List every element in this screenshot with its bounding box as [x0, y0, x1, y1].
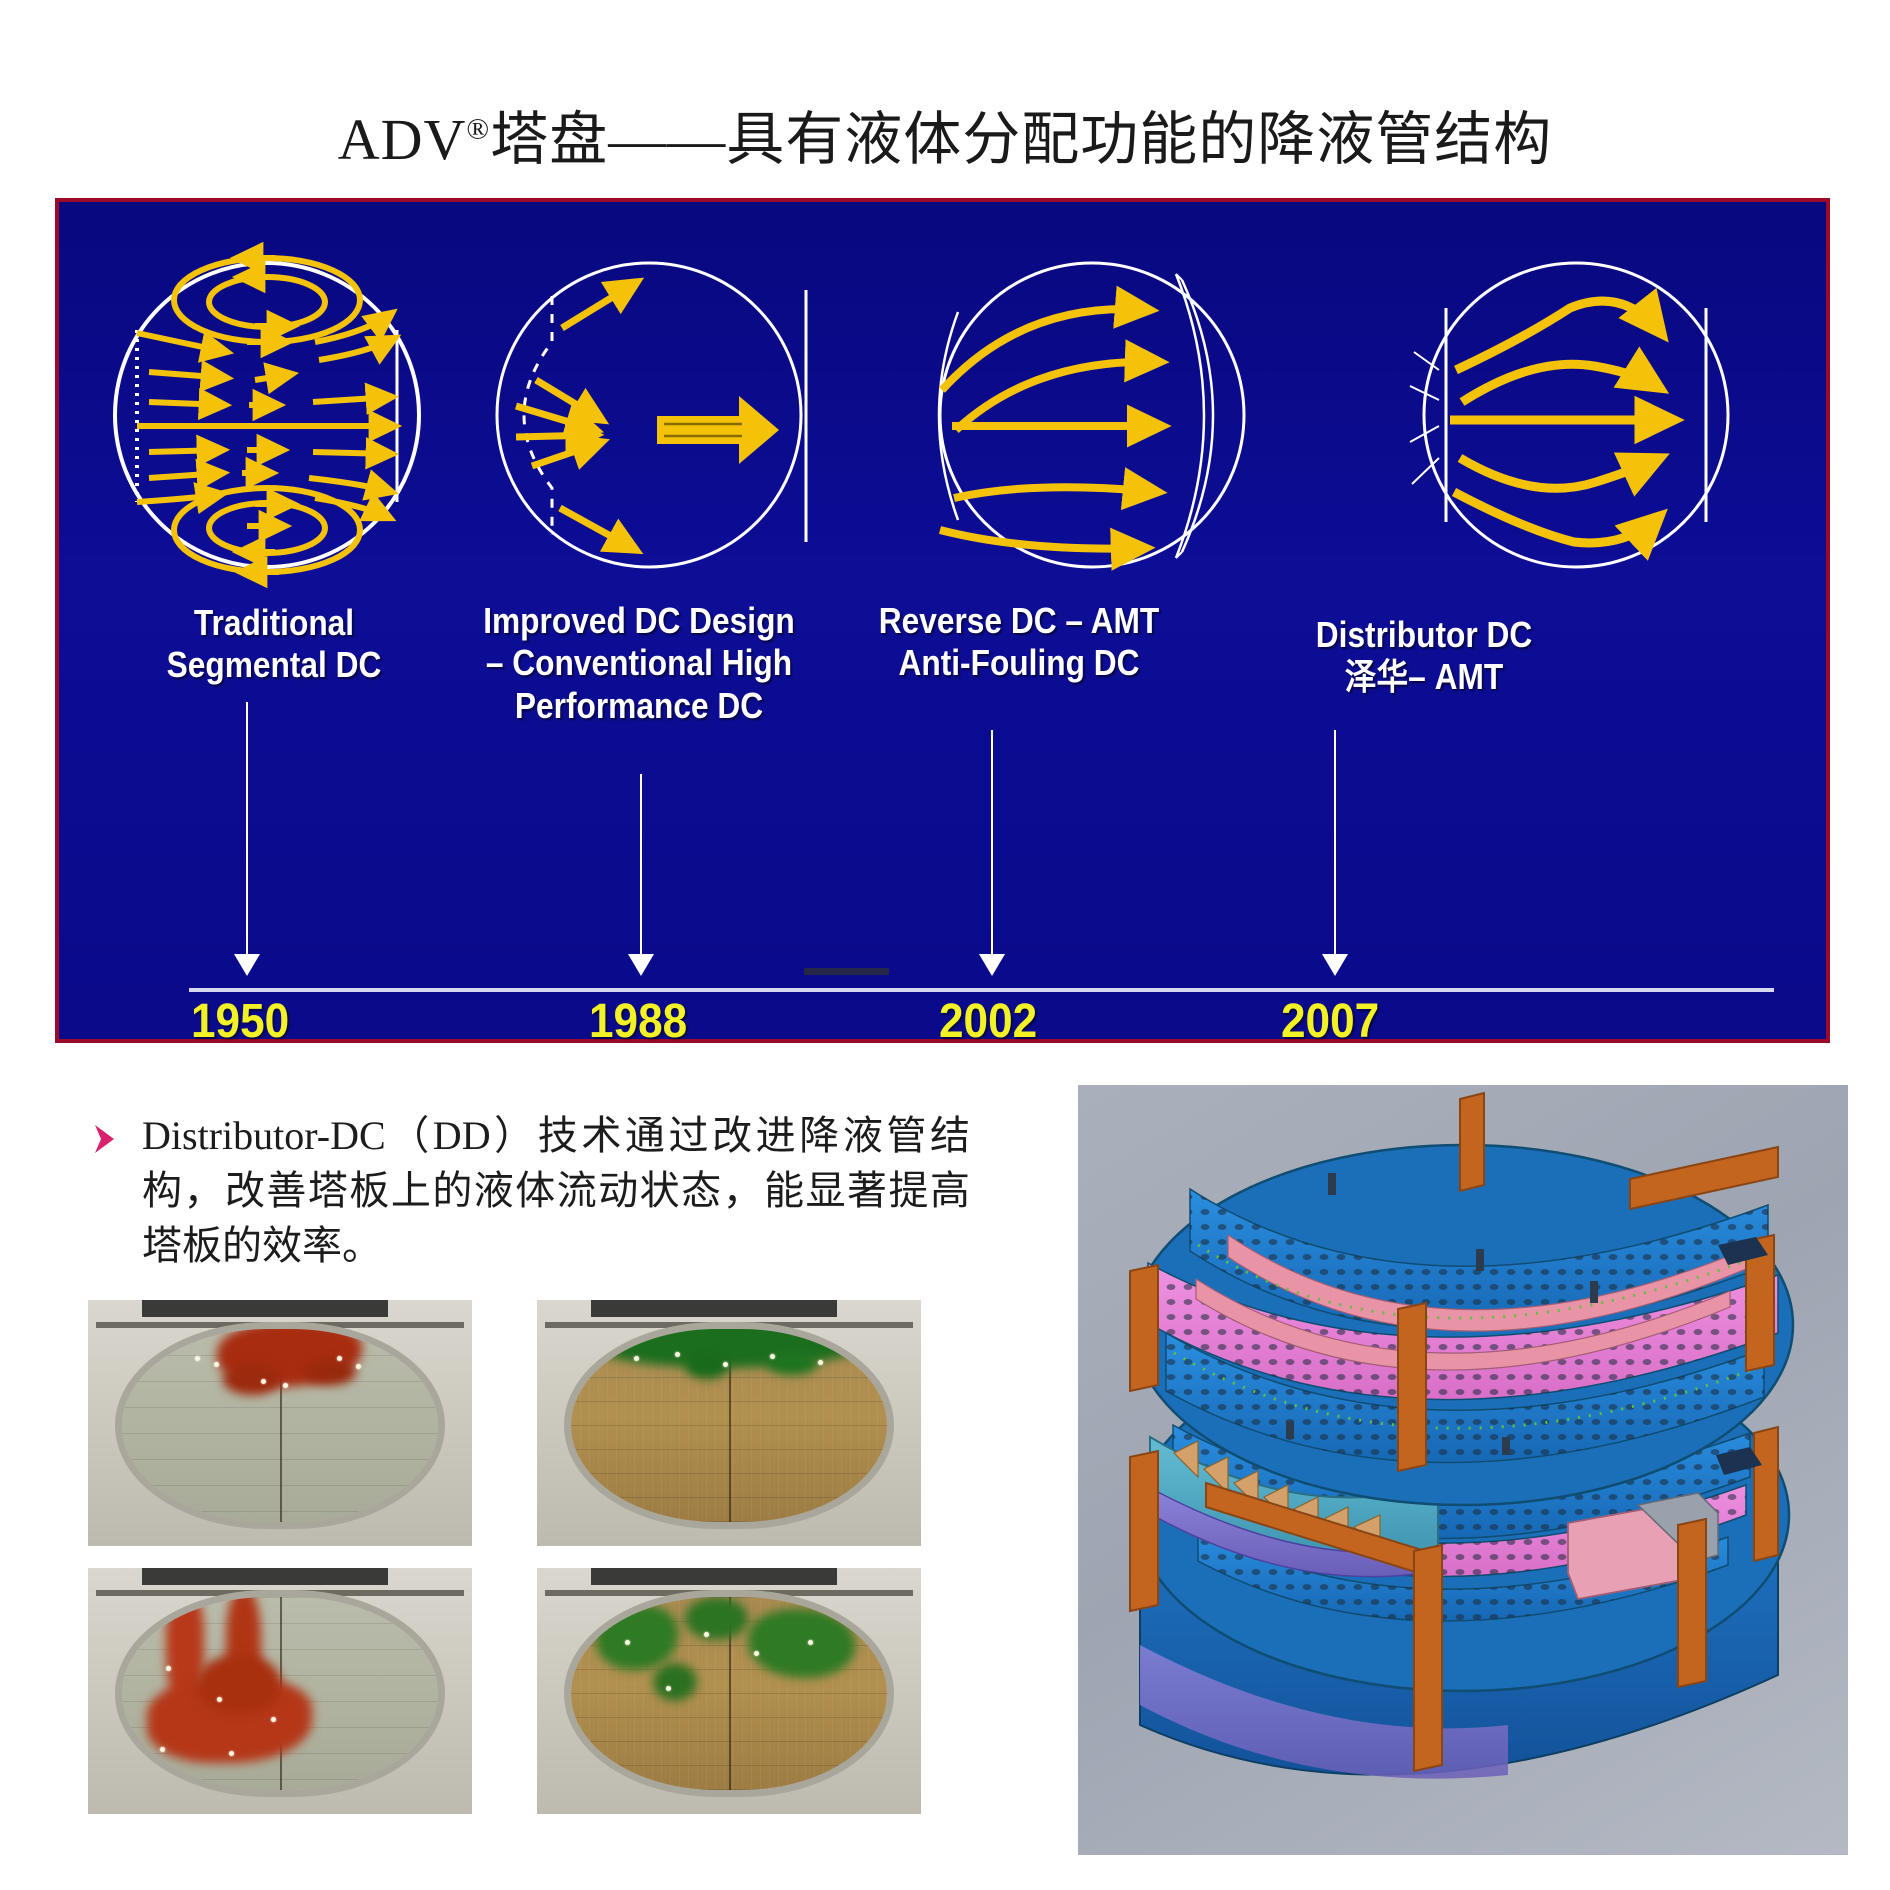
stray-mark-artifact	[804, 968, 889, 975]
pointer-arrow-1988	[628, 954, 654, 976]
pointer-arrow-1950	[234, 954, 260, 976]
registered-trademark-icon: ®	[466, 112, 491, 146]
year-label-2002: 2002	[939, 995, 1038, 1048]
arrow-bullet-icon	[95, 1125, 114, 1153]
stage-label-improved-dc-design: Improved DC Design – Conventional High P…	[483, 600, 795, 726]
title-rest: 塔盘——具有液体分配功能的降液管结构	[490, 107, 1553, 172]
photo-grid	[88, 1300, 928, 1820]
cad-render-svg	[1129, 1091, 1795, 1779]
flow-diagram-distributor-dc-amt	[1384, 230, 1744, 600]
flow-diagram-svg-2	[495, 261, 808, 569]
pointer-arrow-2007	[1322, 954, 1348, 976]
pointer-line-1988	[640, 774, 642, 954]
pointer-line-2007	[1334, 730, 1336, 954]
stage-label-reverse-dc-amt: Reverse DC – AMT Anti-Fouling DC	[878, 600, 1160, 684]
timeline-axis	[189, 988, 1774, 992]
year-label-2007: 2007	[1281, 995, 1380, 1048]
flow-diagram-traditional-segmental-dc	[87, 230, 447, 600]
photo-tray-green-dye-initial	[537, 1300, 921, 1546]
page-title: ADV®塔盘——具有液体分配功能的降液管结构	[0, 92, 1890, 176]
flow-diagram-svg-1	[113, 241, 421, 589]
flow-diagram-improved-dc-design	[474, 230, 834, 600]
timeline-panel: Traditional Segmental DC Improved DC Des…	[55, 198, 1830, 1048]
cad-tray-assembly-render	[1078, 1085, 1848, 1855]
stage-label-traditional-segmental-dc: Traditional Segmental DC	[166, 602, 382, 686]
photo-tray-green-dye-spread	[537, 1568, 921, 1814]
pointer-arrow-2002	[979, 954, 1005, 976]
title-prefix: ADV	[337, 107, 467, 172]
flow-diagram-reverse-dc-amt	[914, 230, 1274, 600]
flow-diagram-svg-3	[937, 261, 1246, 571]
year-label-1950: 1950	[191, 995, 290, 1048]
flow-diagram-svg-4	[1409, 261, 1730, 569]
bullet-text: Distributor-DC（DD）技术通过改进降液管结构，改善塔板上的液体流动…	[142, 1113, 970, 1269]
photo-tray-red-dye-initial	[88, 1300, 472, 1546]
year-label-1988: 1988	[589, 995, 688, 1048]
pointer-line-1950	[246, 702, 248, 954]
photo-tray-red-dye-spread	[88, 1568, 472, 1814]
stage-label-distributor-dc-amt: Distributor DC 泽华– AMT	[1315, 614, 1533, 698]
pointer-line-2002	[991, 730, 993, 954]
bullet-block: Distributor-DC（DD）技术通过改进降液管结构，改善塔板上的液体流动…	[90, 1108, 970, 1274]
